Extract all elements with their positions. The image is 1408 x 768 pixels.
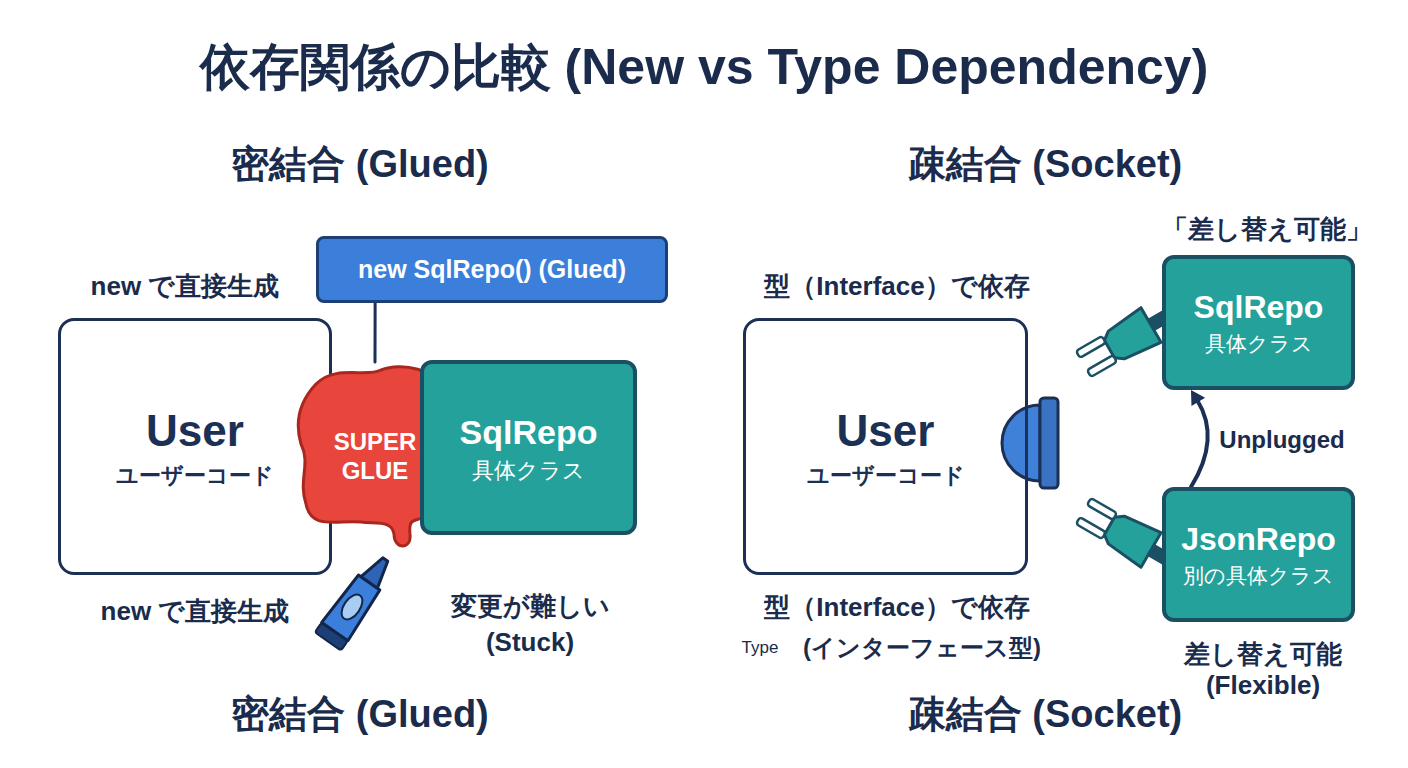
node-content: SqlRepo 具体クラス — [1194, 287, 1324, 357]
arrowhead — [1191, 390, 1205, 406]
annotation: 型（Interface）で依存 — [764, 593, 1029, 623]
annotation: new で直接生成 — [101, 597, 290, 627]
node-title: JsonRepo — [1181, 519, 1336, 559]
section-heading: 疎結合 (Socket) — [908, 693, 1182, 737]
node-title: User — [146, 403, 244, 458]
node-content: JsonRepo 別の具体クラス — [1181, 519, 1336, 589]
annotation: 「差し替え可能」 — [1162, 215, 1372, 245]
glue-tube — [315, 550, 399, 650]
socket — [1002, 398, 1058, 488]
connector — [375, 303, 376, 362]
node-subtitle: 具体クラス — [472, 457, 585, 485]
node-content: new SqlRepo() (Glued) — [358, 254, 626, 285]
node-content: SqlRepo 具体クラス — [460, 411, 598, 485]
connector-line — [374, 303, 377, 362]
node-title: SqlRepo — [460, 411, 598, 454]
user-code-box: User ユーザーコード — [743, 318, 1028, 575]
node-content: User ユーザーコード — [116, 403, 274, 490]
concrete-class-box: SqlRepo 具体クラス — [420, 360, 637, 535]
node-subtitle: 別の具体クラス — [1183, 563, 1334, 589]
section-heading: 密結合 (Glued) — [231, 693, 489, 737]
node-subtitle: 具体クラス — [1205, 331, 1313, 357]
node-title: User — [837, 403, 935, 458]
annotation: Type — [742, 638, 779, 658]
annotation: 変更が難しい — [451, 592, 610, 622]
concrete-class-box: JsonRepo 別の具体クラス — [1162, 487, 1355, 622]
annotation: 差し替え可能 — [1184, 640, 1342, 670]
edge-label: Unplugged — [1216, 426, 1347, 454]
title: 依存関係の比較 (New vs Type Dependency) — [200, 39, 1209, 97]
annotation: new で直接生成 — [91, 272, 280, 302]
code-callout: new SqlRepo() (Glued) — [316, 236, 668, 303]
node-content: User ユーザーコード — [807, 403, 965, 490]
annotation: (Stuck) — [486, 628, 574, 658]
section-heading: 密結合 (Glued) — [231, 143, 489, 187]
node-title: SUPER GLUE — [320, 428, 430, 486]
annotation: (Flexible) — [1206, 671, 1320, 701]
node-title: new SqlRepo() (Glued) — [358, 254, 626, 285]
concrete-class-box: SqlRepo 具体クラス — [1162, 255, 1355, 390]
connector-line — [1191, 400, 1208, 487]
node-subtitle: ユーザーコード — [807, 462, 965, 490]
node-subtitle: ユーザーコード — [116, 462, 274, 490]
annotation: 型（Interface）で依存 — [764, 272, 1029, 302]
user-code-box: User ユーザーコード — [58, 318, 332, 575]
node-content: SUPER GLUE — [320, 428, 430, 486]
section-heading: 疎結合 (Socket) — [908, 143, 1182, 187]
annotation: (インターフェース型) — [803, 634, 1041, 662]
node-title: SqlRepo — [1194, 287, 1324, 327]
connector — [1191, 390, 1208, 487]
